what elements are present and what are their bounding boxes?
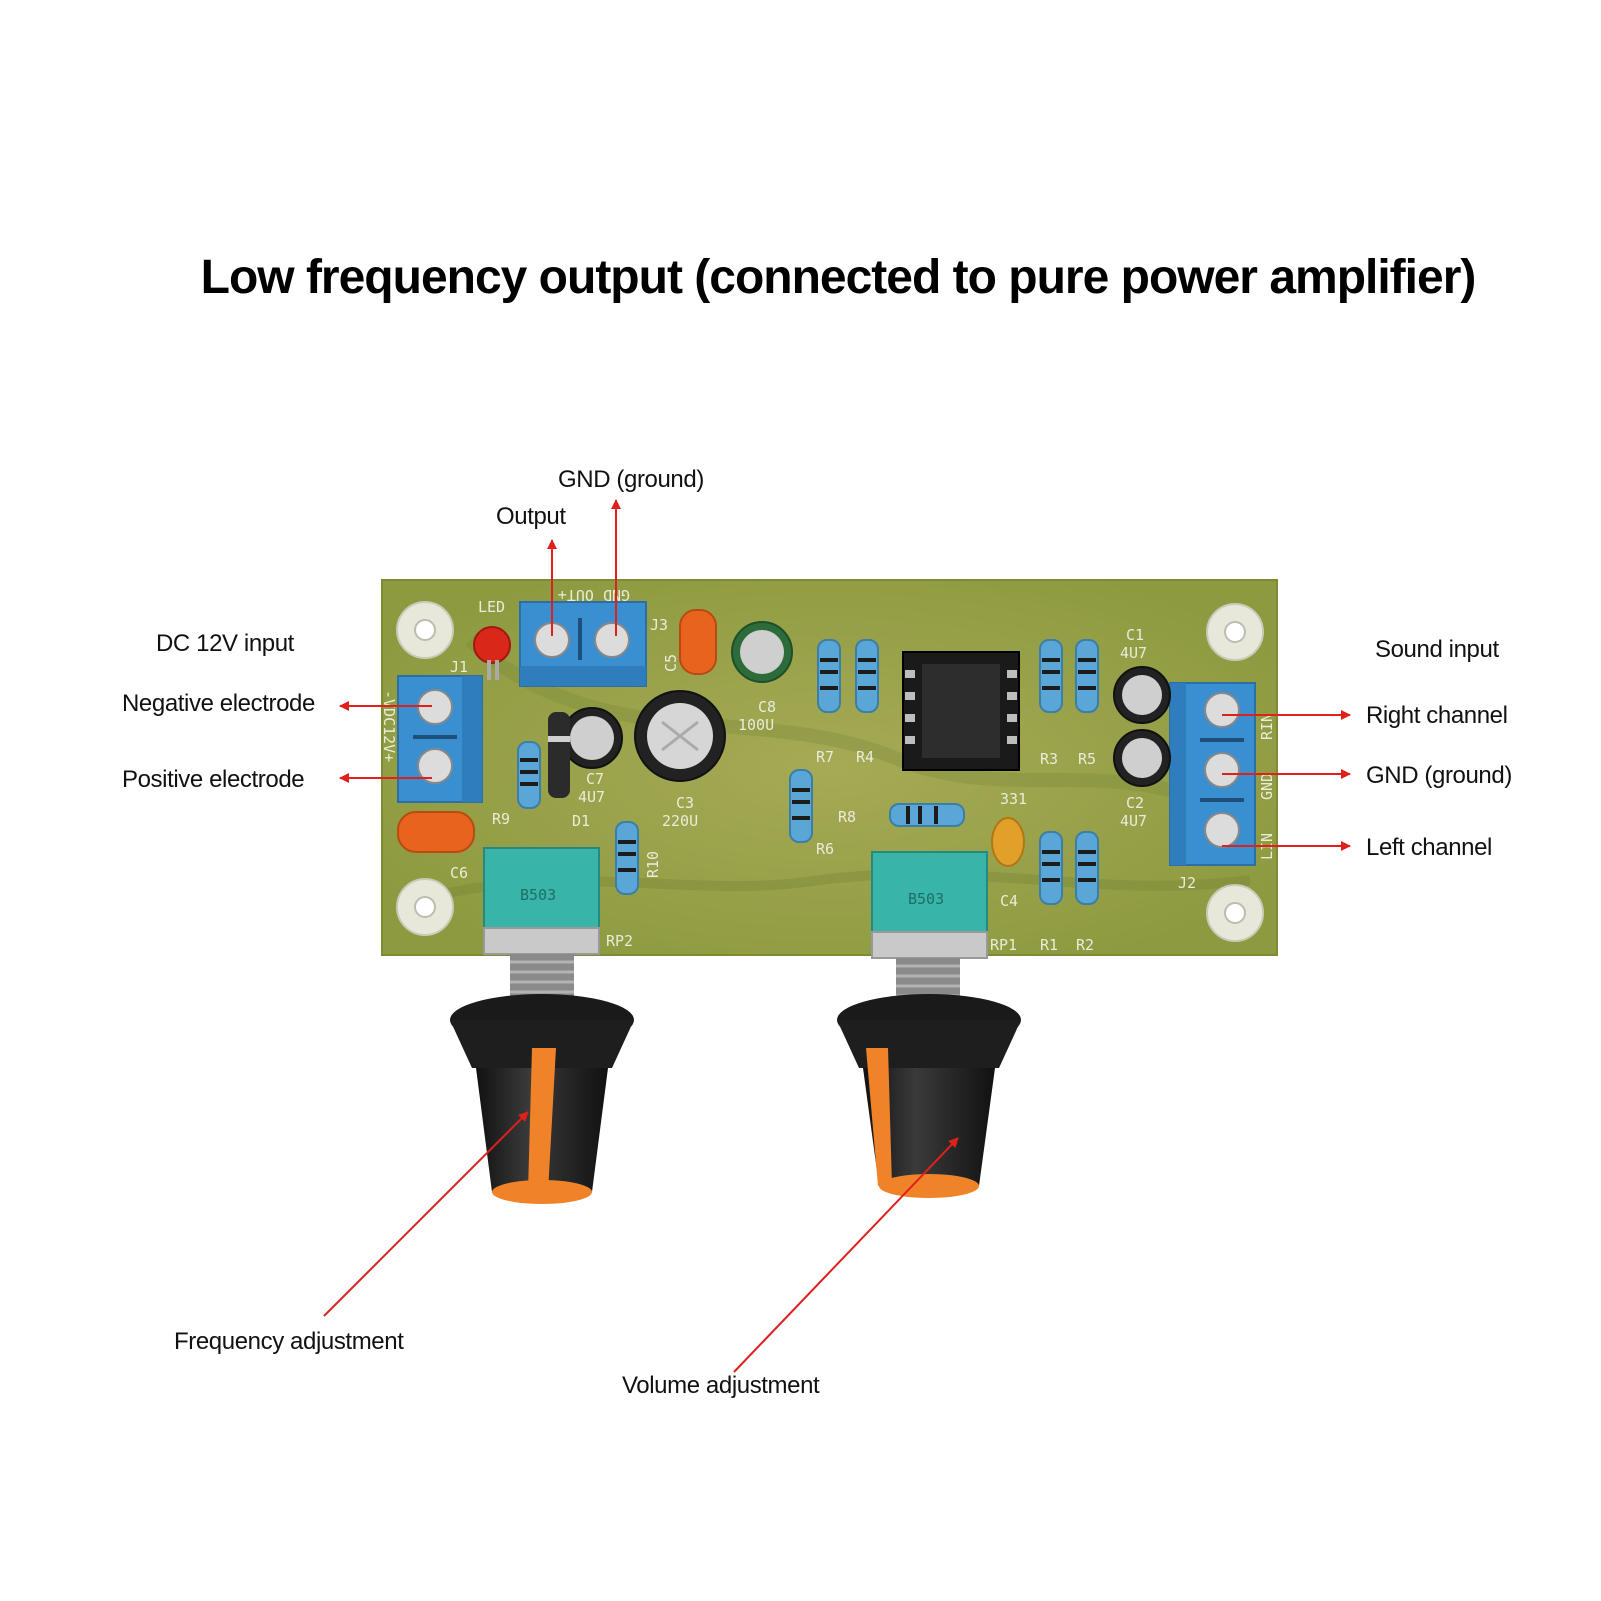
silk-c1: C1 <box>1126 626 1144 644</box>
arrow-frequency <box>323 1111 529 1317</box>
label-dc-input: DC 12V input <box>156 630 294 657</box>
silk-r8: R8 <box>838 808 856 826</box>
silk-rin: RIN <box>1258 713 1276 740</box>
silk-out-header: GND OUT+ <box>558 586 630 604</box>
silk-c3: C3 <box>676 794 694 812</box>
silk-rp1-val: B503 <box>908 890 944 908</box>
silk-c4: C4 <box>1000 892 1018 910</box>
silk-r2: R2 <box>1076 936 1094 954</box>
silk-r4: R4 <box>856 748 874 766</box>
silk-j3: J3 <box>650 616 668 634</box>
silk-r5: R5 <box>1078 750 1096 768</box>
silk-c7-val: 4U7 <box>578 788 605 806</box>
diode-d1 <box>548 712 570 798</box>
callout-arrows <box>323 499 1351 1373</box>
potentiometer-rp2 <box>483 847 600 1000</box>
power-terminal-j1 <box>397 675 483 803</box>
silk-rp1: RP1 <box>990 936 1017 954</box>
silk-r9: R9 <box>492 810 510 828</box>
label-gnd-right: GND (ground) <box>1366 762 1512 789</box>
silk-j2: J2 <box>1178 874 1196 892</box>
label-left-channel: Left channel <box>1366 834 1492 861</box>
silk-c5: C5 <box>662 654 680 672</box>
silk-gnd: GND <box>1258 773 1276 800</box>
silk-rp2-val: B503 <box>520 886 556 904</box>
silk-c2-val: 4U7 <box>1120 812 1147 830</box>
silk-r3: R3 <box>1040 750 1058 768</box>
silk-d1: D1 <box>572 812 590 830</box>
silk-c1-val: 4U7 <box>1120 644 1147 662</box>
label-positive-electrode: Positive electrode <box>122 766 305 793</box>
label-right-channel: Right channel <box>1366 702 1508 729</box>
label-negative-electrode: Negative electrode <box>122 690 315 717</box>
led <box>473 626 511 664</box>
potentiometer-rp1 <box>871 851 988 1004</box>
page-title: Low frequency output (connected to pure … <box>200 251 1477 304</box>
silk-c7: C7 <box>586 770 604 788</box>
silk-r10: R10 <box>644 851 662 878</box>
label-frequency-adjustment: Frequency adjustment <box>174 1328 404 1355</box>
silk-c8-val: 100U <box>738 716 774 734</box>
silk-r6: R6 <box>816 840 834 858</box>
silk-r7: R7 <box>816 748 834 766</box>
ceramic-capacitor-c4 <box>991 817 1025 867</box>
arrow-volume <box>733 1137 959 1373</box>
silk-c3-val: 220U <box>662 812 698 830</box>
silk-vcc: -VDC12V+ <box>380 690 398 762</box>
film-capacitor-c6 <box>397 811 475 853</box>
silk-led: LED <box>478 598 505 616</box>
silk-r1: R1 <box>1040 936 1058 954</box>
output-terminal-j3 <box>519 601 647 687</box>
label-sound-input: Sound input <box>1375 636 1499 663</box>
opamp-ic <box>922 664 1000 758</box>
volume-knob <box>837 994 1021 1198</box>
silk-rp2: RP2 <box>606 932 633 950</box>
silk-c2: C2 <box>1126 794 1144 812</box>
frequency-knob <box>450 994 634 1204</box>
label-volume-adjustment: Volume adjustment <box>622 1372 820 1399</box>
input-terminal-j2 <box>1169 682 1256 866</box>
film-capacitor-c5 <box>679 609 717 675</box>
silk-j1: J1 <box>450 658 468 676</box>
silk-331: 331 <box>1000 790 1027 808</box>
label-gnd-top: GND (ground) <box>558 466 704 493</box>
silk-c6: C6 <box>450 864 468 882</box>
label-output: Output <box>496 503 566 530</box>
silk-c8: C8 <box>758 698 776 716</box>
